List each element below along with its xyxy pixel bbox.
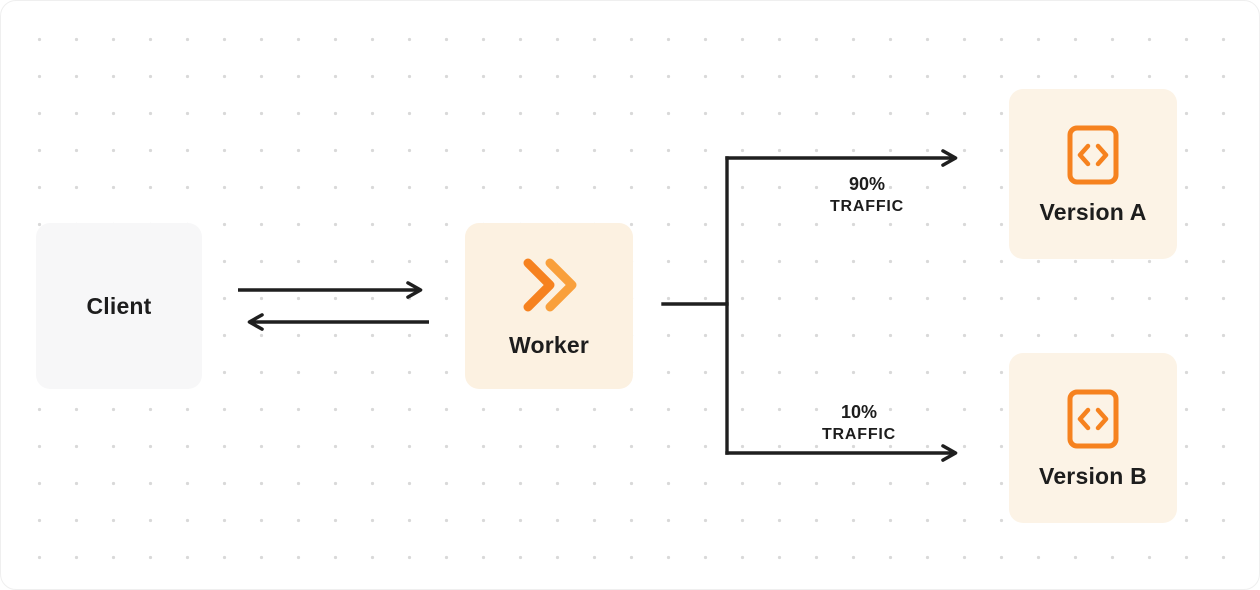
node-version-b: Version B xyxy=(1009,353,1177,523)
traffic-percent-a: 90% xyxy=(848,174,886,194)
code-brackets-icon xyxy=(1065,123,1121,187)
client-label: Client xyxy=(86,292,152,319)
code-brackets-icon xyxy=(1065,387,1121,451)
traffic-percent-b: 10% xyxy=(840,402,878,422)
node-client: Client xyxy=(36,223,202,389)
traffic-label-version-a: 90% TRAFFIC xyxy=(787,172,947,218)
traffic-label-version-b: 10% TRAFFIC xyxy=(779,400,939,446)
version-a-label: Version A xyxy=(1039,198,1147,225)
node-version-a: Version A xyxy=(1009,89,1177,259)
traffic-caption-a: TRAFFIC xyxy=(829,198,905,216)
worker-label: Worker xyxy=(508,331,590,358)
workers-chevrons-icon xyxy=(511,254,587,316)
node-worker: Worker xyxy=(465,223,633,389)
traffic-caption-b: TRAFFIC xyxy=(821,426,897,444)
version-b-label: Version B xyxy=(1039,462,1147,489)
